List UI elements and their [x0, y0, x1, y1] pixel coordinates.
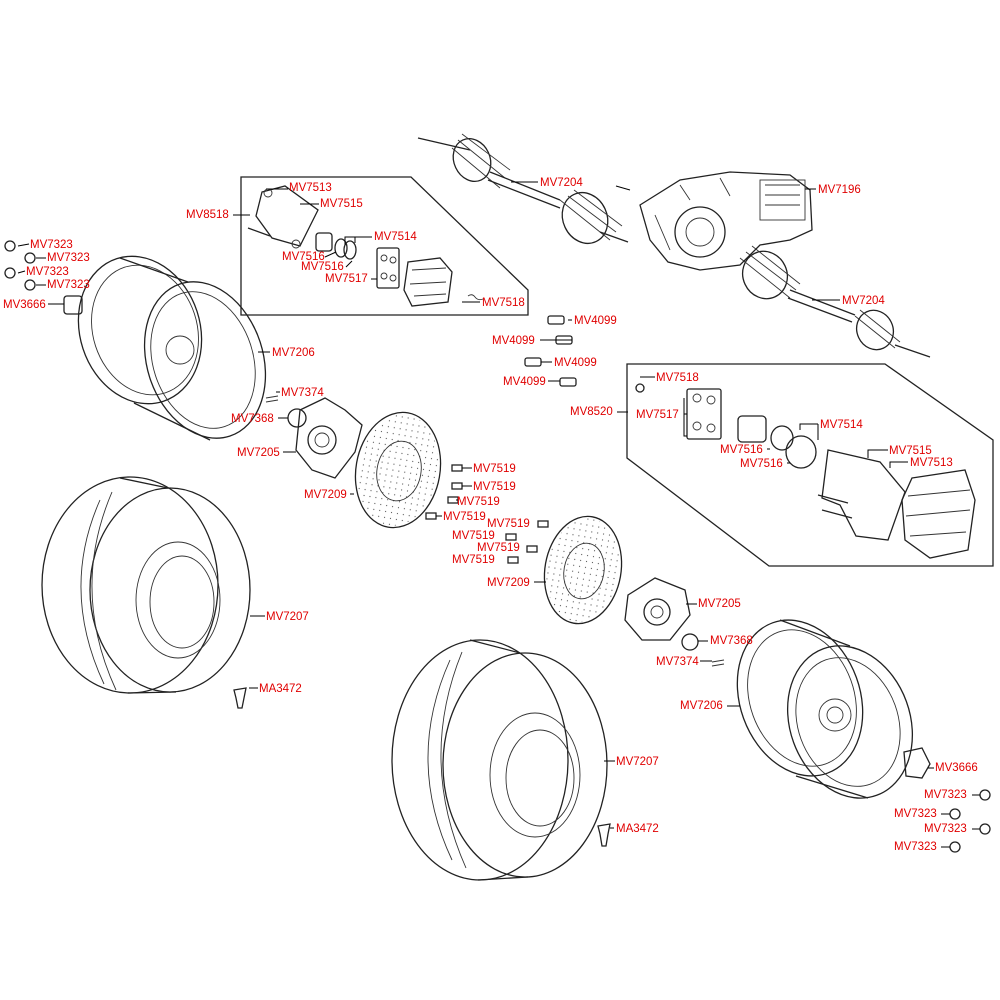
label-mv7323-h[interactable]: MV7323 — [894, 841, 937, 853]
valve-stem-left — [233, 687, 247, 709]
label-mv7196[interactable]: MV7196 — [818, 184, 861, 196]
label-ma3472-left[interactable]: MA3472 — [259, 683, 302, 695]
label-mv7517-right[interactable]: MV7517 — [636, 409, 679, 421]
axle-nut-left — [287, 408, 307, 428]
label-mv7323-e[interactable]: MV7323 — [924, 789, 967, 801]
piston-seal-set-right — [737, 415, 817, 469]
label-mv7519-d[interactable]: MV7519 — [443, 511, 486, 523]
wheel-rim-left — [77, 255, 267, 441]
label-mv4099-d[interactable]: MV4099 — [503, 376, 546, 388]
label-mv7209-right[interactable]: MV7209 — [487, 577, 530, 589]
label-mv7207-right[interactable]: MV7207 — [616, 756, 659, 768]
label-mv3666-left[interactable]: MV3666 — [3, 299, 46, 311]
caliper-kit-box-right — [626, 363, 994, 567]
rear-differential — [639, 171, 813, 271]
label-mv7368-right[interactable]: MV7368 — [710, 635, 753, 647]
brake-pads-left — [376, 247, 400, 289]
brake-caliper-right — [901, 469, 976, 559]
valve-stem-right — [597, 823, 611, 847]
label-mv3666-right[interactable]: MV3666 — [935, 762, 978, 774]
label-mv7323-f[interactable]: MV7323 — [894, 808, 937, 820]
pad-pin-right — [635, 383, 645, 393]
label-mv7204-top[interactable]: MV7204 — [540, 177, 583, 189]
hub-cap-right — [903, 747, 931, 779]
label-mv7514-right[interactable]: MV7514 — [820, 419, 863, 431]
caliper-bracket-right — [817, 449, 906, 541]
label-mv7519-h[interactable]: MV7519 — [452, 554, 495, 566]
wheel-hub-right — [624, 577, 691, 641]
axle-nut-right — [681, 633, 699, 651]
label-mv7519-g[interactable]: MV7519 — [477, 542, 520, 554]
label-mv7209-left[interactable]: MV7209 — [304, 489, 347, 501]
label-mv7513-left[interactable]: MV7513 — [289, 182, 332, 194]
label-mv7323-b[interactable]: MV7323 — [47, 252, 90, 264]
label-mv8520[interactable]: MV8520 — [570, 406, 613, 418]
label-mv7323-d[interactable]: MV7323 — [47, 279, 90, 291]
wheel-hub-left — [295, 397, 363, 479]
drive-axle-bottom — [739, 245, 931, 358]
label-mv7516-right-1[interactable]: MV7516 — [720, 444, 763, 456]
label-mv7323-a[interactable]: MV7323 — [30, 239, 73, 251]
hub-cap-left — [63, 295, 83, 315]
brake-caliper-left — [403, 257, 453, 307]
tire-right — [391, 639, 608, 881]
caliper-kit-box-left — [240, 176, 529, 316]
cotter-pin-right — [711, 659, 725, 667]
label-mv4099-a[interactable]: MV4099 — [574, 315, 617, 327]
brake-disc-left — [354, 411, 442, 529]
wheel-nuts-left — [4, 240, 36, 291]
pad-pin-left — [467, 294, 484, 301]
label-mv7519-b[interactable]: MV7519 — [473, 481, 516, 493]
label-mv7207-left[interactable]: MV7207 — [266, 611, 309, 623]
label-mv7518-left[interactable]: MV7518 — [482, 297, 525, 309]
wheel-rim-right — [736, 619, 914, 799]
label-ma3472-right[interactable]: MA3472 — [616, 823, 659, 835]
label-mv7374-left[interactable]: MV7374 — [281, 387, 324, 399]
label-mv4099-b[interactable]: MV4099 — [492, 335, 535, 347]
label-mv7519-c[interactable]: MV7519 — [457, 496, 500, 508]
label-mv7518-right[interactable]: MV7518 — [656, 372, 699, 384]
drive-axle-top — [417, 133, 629, 244]
label-mv7513-right[interactable]: MV7513 — [910, 457, 953, 469]
label-mv7374-right[interactable]: MV7374 — [656, 656, 699, 668]
label-mv7205-right[interactable]: MV7205 — [698, 598, 741, 610]
tire-left — [41, 476, 251, 694]
label-mv7516-left-1[interactable]: MV7516 — [282, 251, 325, 263]
label-mv7516-left-2[interactable]: MV7516 — [301, 261, 344, 273]
label-mv7515-right[interactable]: MV7515 — [889, 445, 932, 457]
label-mv7519-f[interactable]: MV7519 — [452, 530, 495, 542]
label-mv7205-left[interactable]: MV7205 — [237, 447, 280, 459]
label-mv7516-right-2[interactable]: MV7516 — [740, 458, 783, 470]
label-mv7206-right[interactable]: MV7206 — [680, 700, 723, 712]
label-mv7519-a[interactable]: MV7519 — [473, 463, 516, 475]
leader-lines — [17, 181, 980, 848]
brake-pads-right — [686, 388, 722, 440]
label-mv7519-e[interactable]: MV7519 — [487, 518, 530, 530]
label-mv7323-c[interactable]: MV7323 — [26, 266, 69, 278]
label-mv7368-left[interactable]: MV7368 — [231, 413, 274, 425]
caliper-bracket-left — [247, 185, 319, 249]
label-mv7323-g[interactable]: MV7323 — [924, 823, 967, 835]
label-mv7206-left[interactable]: MV7206 — [272, 347, 315, 359]
piston-seal-set-left — [315, 232, 357, 260]
label-mv7517-left[interactable]: MV7517 — [325, 273, 368, 285]
cotter-pin-left — [265, 395, 279, 403]
label-mv7515-left[interactable]: MV7515 — [320, 198, 363, 210]
brake-disc-right — [543, 515, 623, 625]
label-mv8518[interactable]: MV8518 — [186, 209, 229, 221]
label-mv7514-left[interactable]: MV7514 — [374, 231, 417, 243]
label-mv7204-bottom[interactable]: MV7204 — [842, 295, 885, 307]
label-mv4099-c[interactable]: MV4099 — [554, 357, 597, 369]
